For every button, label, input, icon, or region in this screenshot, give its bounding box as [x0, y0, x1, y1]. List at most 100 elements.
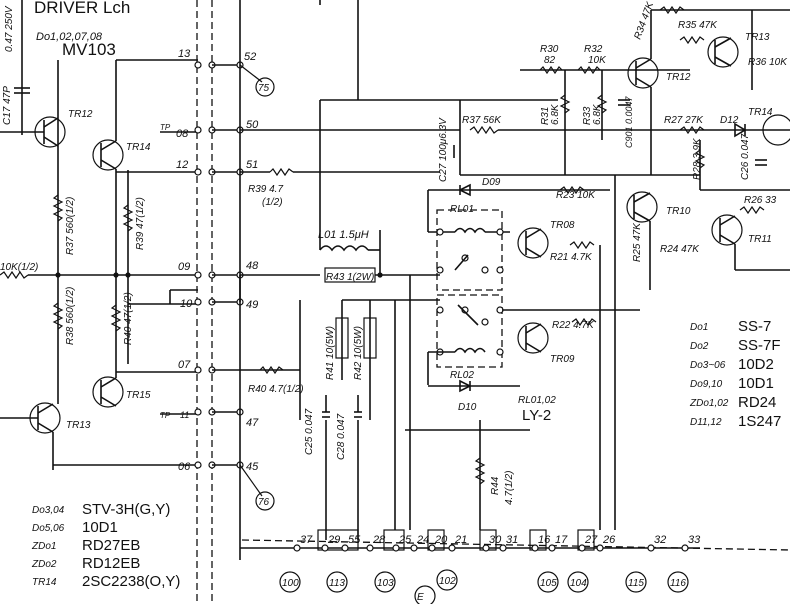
resistor-r23 [559, 185, 585, 195]
bus-pin-label: 37 [300, 534, 313, 546]
legend-value: RD24 [738, 394, 776, 411]
bus-pin-label: 55 [348, 534, 361, 546]
ref-circle [537, 571, 559, 593]
svg-text:R37 56K: R37 56K [462, 115, 502, 126]
svg-text:09: 09 [178, 261, 190, 273]
bus-pin-node [548, 544, 556, 552]
resistor-r37 [52, 194, 64, 222]
svg-text:45: 45 [246, 461, 259, 473]
ref-circle [374, 571, 396, 593]
svg-text:TR09: TR09 [550, 354, 575, 365]
list-ref: ZDo1 [31, 541, 56, 552]
svg-text:R43 1(2W): R43 1(2W) [326, 272, 374, 283]
svg-text:TR10: TR10 [666, 206, 691, 217]
resistor-r39b [269, 167, 294, 177]
svg-text:LY-2: LY-2 [522, 407, 551, 424]
bus-pin-label: 20 [434, 534, 448, 546]
list-value: RD12EB [82, 555, 140, 572]
resistor-r34 [659, 5, 685, 15]
pin-box-20 [427, 529, 445, 551]
transistor-tr08 [517, 227, 549, 259]
svg-text:TR11: TR11 [748, 234, 772, 245]
ref-circle [567, 571, 589, 593]
ref-circle [326, 571, 348, 593]
svg-text:RL02: RL02 [450, 370, 474, 381]
svg-text:07: 07 [178, 359, 191, 371]
resistor-r32 [577, 65, 601, 75]
svg-text:52: 52 [244, 51, 256, 63]
legend-value: SS-7 [738, 318, 771, 335]
svg-text:RL01,02: RL01,02 [518, 395, 556, 406]
svg-text:TR08: TR08 [550, 220, 575, 231]
resistor-r30 [539, 65, 563, 75]
bus-pin-label: 33 [688, 534, 701, 546]
svg-text:12: 12 [176, 159, 188, 171]
diode-d12 [734, 122, 747, 138]
resistor-r42 [363, 317, 377, 359]
svg-text:R39 4.7: R39 4.7 [248, 184, 283, 195]
relay-switch-rl01 [454, 254, 469, 271]
svg-text:L01 1.5μH: L01 1.5μH [318, 229, 369, 241]
resistor-r40b [259, 365, 284, 375]
svg-text:10: 10 [180, 298, 193, 310]
svg-text:49: 49 [246, 299, 258, 311]
ref-circle [436, 569, 458, 591]
resistor-r27 [679, 125, 705, 135]
svg-text:R27 27K: R27 27K [664, 115, 704, 126]
transistor-tr13-right [707, 36, 739, 68]
svg-text:C27 100μ6.3V: C27 100μ6.3V [438, 117, 449, 182]
bus-pin-label: 30 [489, 534, 502, 546]
svg-text:R42 10(5W): R42 10(5W) [353, 326, 364, 380]
svg-text:TP: TP [160, 411, 171, 420]
svg-text:RL01: RL01 [450, 204, 474, 215]
c17-label: C17 47P [2, 86, 13, 125]
resistor-r26 [739, 205, 765, 215]
r39-label: R39 47(1/2) [135, 197, 146, 250]
svg-text:4.7(1/2): 4.7(1/2) [504, 471, 515, 505]
svg-text:R25 47K: R25 47K [632, 222, 643, 262]
svg-text:C901 0.0047: C901 0.0047 [624, 95, 634, 148]
legend-ref: D11,12 [690, 417, 722, 428]
tr15-label: TR15 [126, 390, 151, 401]
transistor-tr13 [0, 402, 61, 434]
bus-pin-label: 25 [398, 534, 412, 546]
list-value: 2SC2238(O,Y) [82, 573, 180, 590]
bus-pin-node [410, 544, 418, 552]
bus-pin-node [647, 544, 655, 552]
bus-pin-label: 29 [327, 534, 340, 546]
legend-value: 10D1 [738, 375, 774, 392]
ref-circle [414, 585, 436, 604]
bus-pin-label: 26 [602, 534, 616, 546]
svg-text:R41 10(5W): R41 10(5W) [325, 326, 336, 380]
ref-circle [625, 571, 647, 593]
svg-text:6.8K: 6.8K [592, 103, 603, 125]
svg-text:TR13: TR13 [745, 32, 770, 43]
relay-rl02-box [436, 294, 503, 368]
transistor-tr15 [92, 376, 124, 408]
legend-ref: Do3~06 [690, 360, 726, 371]
transistor-tr09 [517, 322, 549, 354]
svg-text:D09: D09 [482, 177, 501, 188]
ref-circle-75 [255, 77, 275, 97]
bus-pin-node [392, 544, 400, 552]
bus-pin-node [531, 544, 539, 552]
wire [239, 64, 263, 83]
tp-label: TP [160, 123, 171, 132]
r40-label: R40 47(1/2) [123, 292, 134, 345]
svg-text:D10: D10 [458, 402, 477, 413]
svg-text:D12: D12 [720, 115, 739, 126]
svg-text:08: 08 [176, 128, 189, 140]
resistor-r40 [110, 304, 122, 332]
svg-text:R36 10K: R36 10K [748, 57, 788, 68]
ref-circle-label: 113 [329, 578, 345, 589]
resistor-r38 [52, 302, 64, 330]
bus-pin-label: 32 [654, 534, 666, 546]
bus-pin-label: 24 [416, 534, 429, 546]
legend-ref: Do1 [690, 322, 708, 333]
